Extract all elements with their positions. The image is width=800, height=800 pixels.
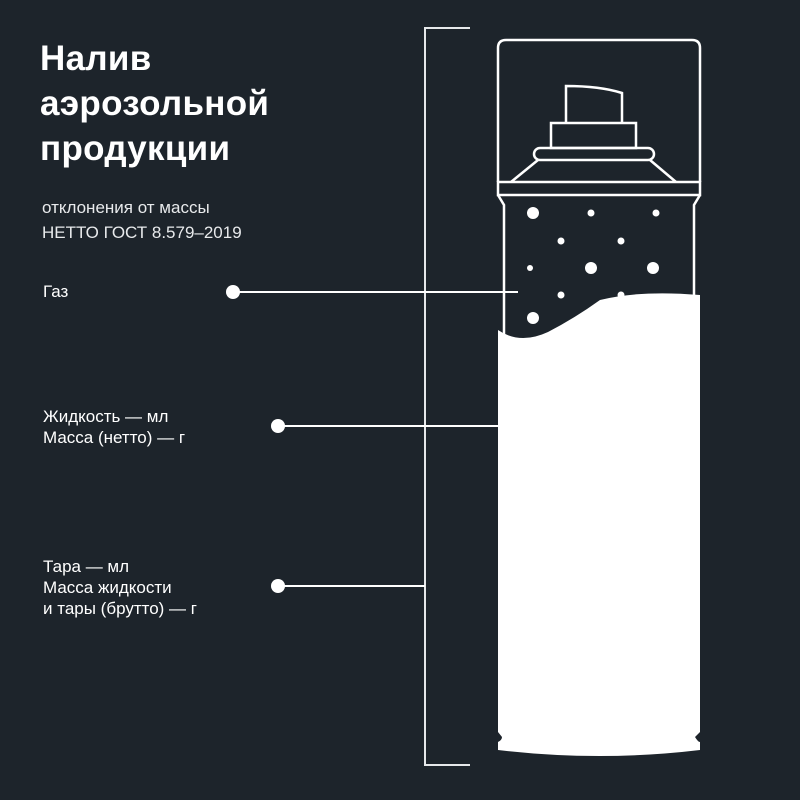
label-line: Масса (нетто) — г xyxy=(43,428,186,447)
bracket-line xyxy=(424,27,470,766)
label-line: Жидкость — мл xyxy=(43,407,169,426)
label-line: Газ xyxy=(43,282,69,301)
aerosol-can-icon xyxy=(496,38,702,735)
title-line: Налив xyxy=(40,39,152,78)
label-gas: Газ xyxy=(43,281,68,302)
leader-container xyxy=(271,579,425,593)
can-ring xyxy=(532,146,656,162)
can-valve xyxy=(549,121,638,150)
page-title: Налив аэрозольной продукции xyxy=(40,36,269,171)
label-container: Тара — мл Масса жидкости и тары (брутто)… xyxy=(43,556,197,619)
subtitle: отклонения от массы НЕТТО ГОСТ 8.579–201… xyxy=(42,195,242,245)
subtitle-line: отклонения от массы xyxy=(42,198,210,217)
label-line: Масса жидкости xyxy=(43,578,172,597)
title-line: продукции xyxy=(40,129,231,168)
leader-gas xyxy=(226,285,518,299)
can-shoulder xyxy=(510,159,677,183)
label-line: и тары (брутто) — г xyxy=(43,599,197,618)
leader-liquid xyxy=(271,419,498,433)
can-cap xyxy=(496,38,702,182)
subtitle-line: НЕТТО ГОСТ 8.579–2019 xyxy=(42,223,242,242)
label-liquid: Жидкость — мл Масса (нетто) — г xyxy=(43,406,185,448)
can-nozzle xyxy=(564,84,624,122)
label-line: Тара — мл xyxy=(43,557,130,576)
can-liquid xyxy=(498,293,700,756)
can-band xyxy=(496,180,702,197)
gas-bubbles xyxy=(527,207,660,324)
title-line: аэрозольной xyxy=(40,84,270,123)
